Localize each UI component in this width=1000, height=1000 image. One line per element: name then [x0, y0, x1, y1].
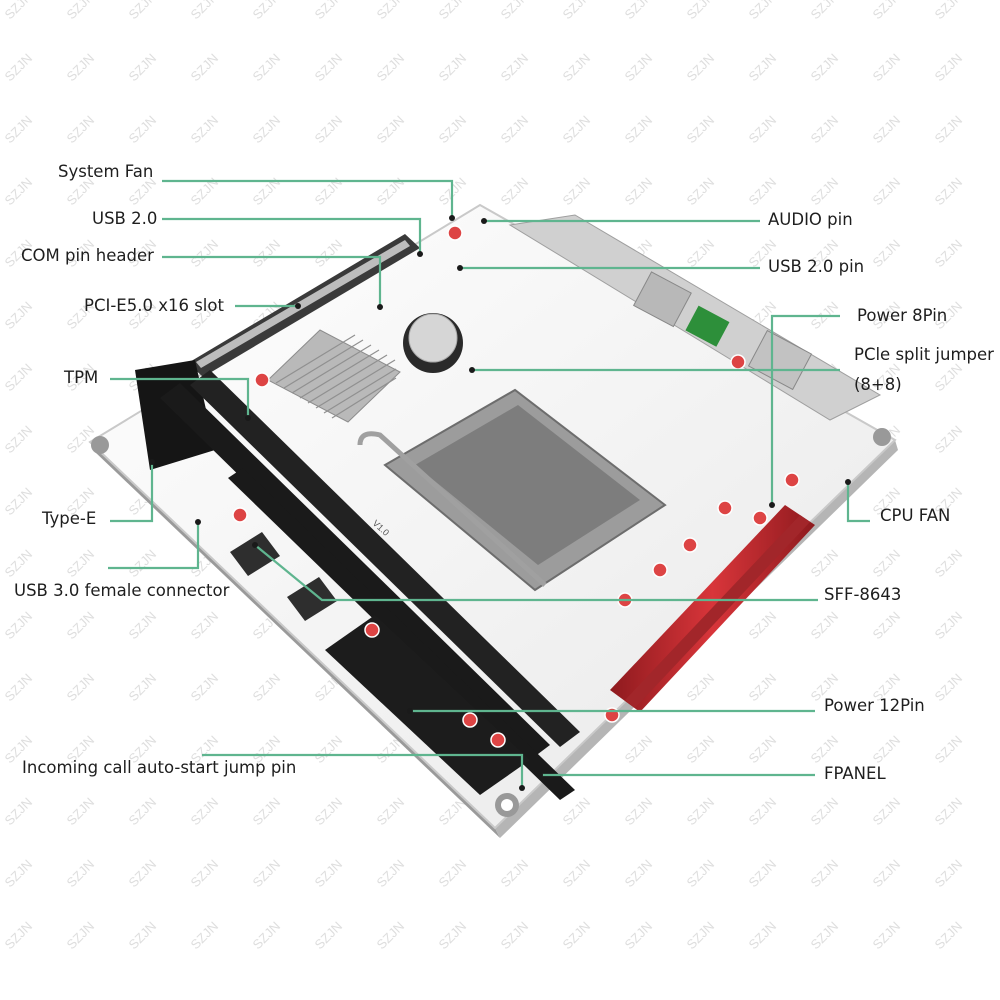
label-pcie-slot: PCI-E5.0 x16 slot — [84, 296, 224, 315]
label-pcie-split-jumper: PCle split jumper — [854, 345, 994, 364]
label-usb20-pin: USB 2.0 pin — [768, 257, 865, 276]
label-power-8pin: Power 8Pin — [857, 306, 948, 325]
label-fpanel: FPANEL — [824, 764, 886, 783]
rj45-port — [632, 271, 692, 328]
socket-lever — [357, 431, 547, 587]
label-tpm: TPM — [64, 368, 99, 387]
label-type-e: Type-E — [42, 509, 97, 528]
hdmi-port — [685, 305, 730, 347]
label-com-header: COM pin header — [21, 246, 154, 265]
atx-24pin-connector — [325, 615, 530, 795]
mounting-hole — [91, 436, 109, 454]
sff8643-connector-2 — [287, 577, 337, 621]
callout-dots — [149, 215, 851, 791]
label-audio-pin: AUDIO pin — [768, 210, 853, 229]
cpu-socket-lid — [415, 405, 640, 565]
label-usb20: USB 2.0 — [92, 209, 158, 228]
capacitors — [232, 225, 800, 748]
label-cpu-fan: CPU FAN — [880, 506, 951, 525]
label-usb30-female: USB 3.0 female connector — [14, 581, 230, 600]
memory-slot-2 — [190, 370, 580, 747]
memory-slot-3 — [228, 468, 575, 800]
label-sff8643: SFF-8643 — [824, 585, 902, 604]
usb-port-stack — [747, 329, 813, 391]
vrm-heatsink-2 — [625, 515, 810, 708]
label-system-fan: System Fan — [58, 162, 154, 181]
sff8643-connector-1 — [230, 532, 280, 576]
memory-slot-1 — [160, 383, 550, 760]
label-power-12pin: Power 12Pin — [824, 696, 925, 715]
chipset-heatsink — [267, 329, 401, 423]
pcie-slot-inner — [196, 240, 410, 368]
callout-lines — [108, 179, 870, 788]
mounting-hole — [873, 428, 891, 446]
label-incoming-call: Incoming call auto-start jump pin — [22, 758, 297, 777]
label-pcie-split-config: (8+8) — [854, 375, 902, 394]
